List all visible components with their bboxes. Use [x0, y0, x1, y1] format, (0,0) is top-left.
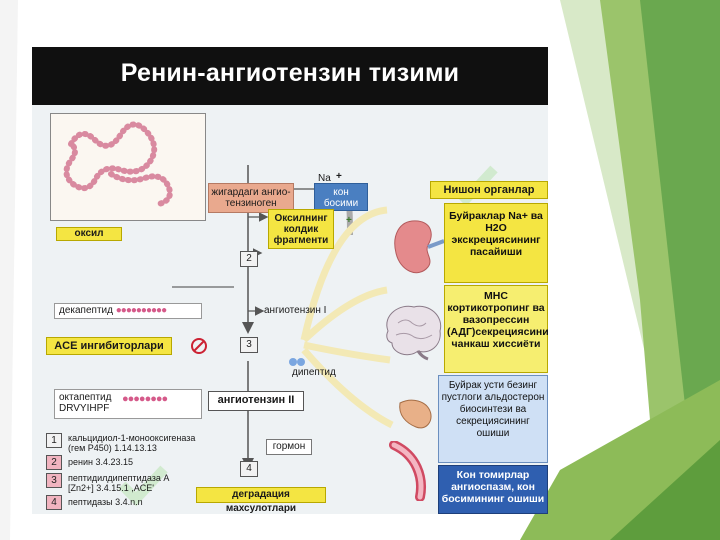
bead-chain-octapeptide: ●●●●●●●●: [122, 393, 168, 405]
step-2-badge: 2: [240, 251, 258, 267]
fragments-box: Оксилнинг колдик фрагменти: [268, 209, 334, 249]
dipeptide-icon: [289, 358, 305, 366]
page-title: Ренин-ангиотензин тизими: [120, 59, 460, 87]
legend: 1 кальцидиол-1-монооксигеназа (гем P450)…: [46, 433, 196, 513]
organ-vessels: Кон томирлар ангиоспазм, кон босимининг …: [438, 465, 548, 514]
legend-num-2: 2: [46, 455, 62, 470]
organ-adrenal: Буйрак усти безинг пустлоги альдостерон …: [438, 375, 548, 463]
na-plus-sign: +: [336, 171, 342, 182]
legend-num-3: 3: [46, 473, 62, 488]
legend-text-3: пептидилдипептидаза А: [68, 473, 170, 483]
brain-icon: [386, 305, 442, 361]
blood-pressure-box: кон босими: [314, 183, 368, 211]
blood-vessel-icon: [389, 441, 426, 501]
title-bar: [32, 47, 548, 105]
target-organs-header: Нишон органлар: [430, 181, 548, 199]
liver-label: оксил: [56, 227, 122, 241]
organ-kidneys: Буйраклар Na+ ва H2O экскрециясининг пас…: [444, 203, 548, 283]
legend-text-2: ренин 3.4.23.15: [68, 457, 134, 467]
bead-chain-decapeptide: ●●●●●●●●●●: [115, 305, 167, 316]
step-4-badge: 4: [240, 461, 258, 477]
diagram-panel: Ренин-ангиотензин тизими: [32, 47, 548, 514]
inhibit-icon: [191, 338, 207, 354]
diagram-area: оксил жигардаги ангио-тензиноген Na + ко…: [32, 105, 548, 514]
legend-num-1: 1: [46, 433, 62, 448]
legend-sub-1: (гем P450) 1.14.13.13: [68, 443, 157, 453]
decapeptide-label: декапептид: [59, 305, 113, 316]
step-3-badge: 3: [240, 337, 258, 353]
sequence-label: DRVYIHPF: [59, 403, 110, 414]
organ-cns: МНС кортикотропинг ва вазопрессин (АДГ)с…: [444, 285, 548, 373]
pressure-plus-sign: +: [346, 215, 352, 226]
adrenal-icon: [399, 399, 432, 429]
dipeptide-label: дипептид: [292, 367, 336, 378]
kidney-icon: [394, 220, 445, 274]
legend-text-4: пептидазы 3.4.n.n: [68, 497, 143, 507]
hormone-box: гормон: [266, 439, 312, 455]
angiotensin-2-box: ангиотензин II: [208, 391, 304, 411]
na-label: Na: [318, 173, 331, 184]
octapeptide-label: октапептид: [59, 392, 112, 403]
protein-illustration: [50, 113, 206, 221]
degradation-box: деградация махсулотлари: [196, 487, 326, 514]
angiotensinogen-box: жигардаги ангио-тензиноген: [208, 183, 294, 213]
ace-inhibitors-box: ACE ингибиторлари: [46, 337, 172, 355]
legend-sub-3: [Zn2+] 3.4.15.1 ,ACE': [68, 483, 155, 493]
octapeptide-box: октапептид DRVYIHPF: [54, 389, 202, 419]
legend-num-4: 4: [46, 495, 62, 510]
legend-text-1: кальцидиол-1-монооксигеназа: [68, 433, 196, 443]
decapeptide-box: декапептид ●●●●●●●●●●: [54, 303, 202, 319]
angiotensin-1-label: ангиотензин I: [264, 305, 327, 316]
